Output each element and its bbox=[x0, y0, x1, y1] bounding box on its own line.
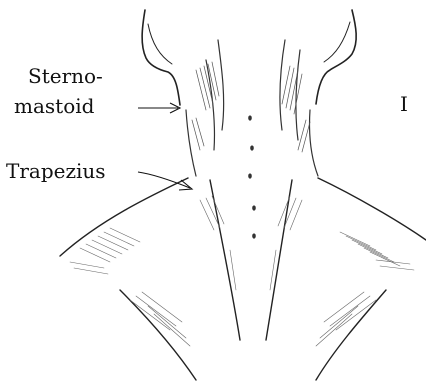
trapezius-pointer bbox=[138, 172, 192, 190]
sternomastoid-pointer bbox=[138, 103, 180, 113]
sternomastoid-label-line2: mastoid bbox=[14, 96, 94, 116]
trapezius-label: Trapezius bbox=[6, 161, 106, 181]
trapezius-fibre-hatching bbox=[70, 196, 414, 346]
head-outline bbox=[142, 10, 356, 105]
clipped-right-edge-text: I bbox=[400, 94, 408, 114]
sternomastoid-label-line1: Sterno- bbox=[28, 66, 103, 86]
spine-markers bbox=[248, 115, 256, 238]
neck-fibre-hatching bbox=[192, 62, 310, 152]
trapezius-muscle bbox=[60, 178, 426, 380]
